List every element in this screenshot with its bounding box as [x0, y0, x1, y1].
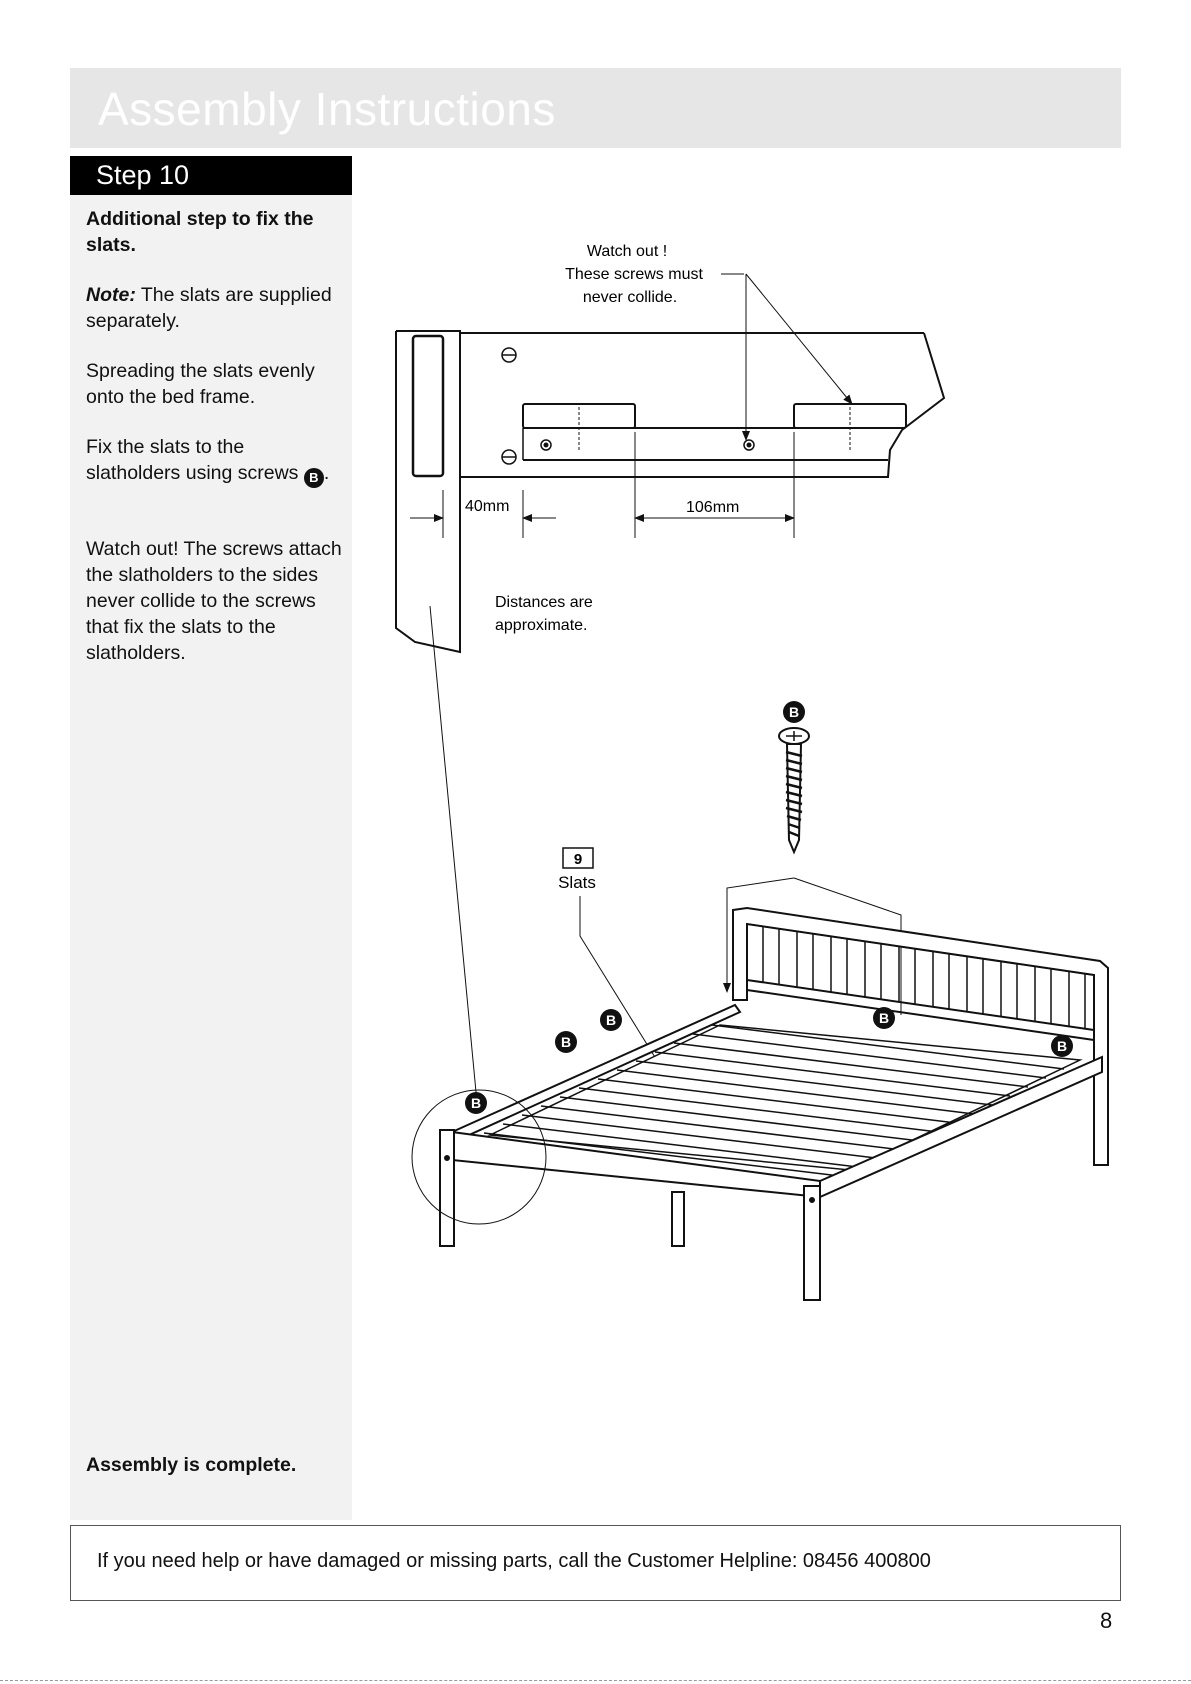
- helpline-box: If you need help or have damaged or miss…: [70, 1525, 1121, 1601]
- dimension-40mm: 40mm: [465, 498, 509, 515]
- screw-b-badge-3: B: [600, 1009, 622, 1031]
- cross-section-detail: [395, 330, 946, 654]
- instruction-sidebar: Step 10 Additional step to fix the slats…: [70, 156, 352, 1520]
- slats-leader-line: [579, 896, 667, 1076]
- assembly-complete: Assembly is complete.: [86, 1454, 297, 1476]
- step-bar: Step 10: [70, 156, 352, 195]
- watch-out-line2: These screws must: [565, 266, 703, 283]
- screw-b-label: B: [1057, 1038, 1067, 1054]
- watch-out-paragraph: Watch out! The screws attach the slathol…: [86, 538, 342, 664]
- part-number-box: [562, 847, 594, 869]
- watch-out-line1: Watch out !: [587, 243, 667, 260]
- distances-line2: approximate.: [495, 617, 588, 634]
- header-banner: Assembly Instructions: [70, 68, 1121, 148]
- bed-frame-drawing: [439, 906, 1109, 1301]
- fix-text: Fix the slats to the slatholders using s…: [86, 436, 304, 484]
- screw-b-label: B: [606, 1012, 616, 1028]
- spreading-paragraph: Spreading the slats evenly onto the bed …: [86, 360, 315, 408]
- step-heading: Additional step to fix the slats.: [86, 208, 314, 256]
- dimension-lines: [410, 432, 795, 538]
- screw-b-label: B: [471, 1095, 481, 1111]
- page-number: 8: [1100, 1608, 1113, 1633]
- screw-b-badge-5: B: [1051, 1035, 1073, 1057]
- helpline-text: If you need help or have damaged or miss…: [97, 1550, 931, 1572]
- distances-line1: Distances are: [495, 594, 593, 611]
- screw-b-icon: B: [778, 701, 810, 855]
- fix-end: .: [323, 462, 330, 484]
- detail-circle: [411, 1089, 547, 1225]
- watch-out-line3: never collide.: [583, 289, 677, 306]
- page-edge-divider: [0, 1680, 1191, 1681]
- watch-out-leader: [721, 273, 853, 441]
- fix-paragraph: Fix the slats to the slatholders using s…: [86, 434, 342, 488]
- screw-b-label: B: [879, 1010, 889, 1026]
- step-label: Step 10: [96, 160, 190, 190]
- bed-screw-badges: B B B B B: [465, 1007, 1073, 1114]
- page-title: Assembly Instructions: [98, 83, 556, 135]
- screw-leader-lines: [723, 877, 902, 1015]
- screw-b-badge: B: [303, 468, 324, 488]
- screw-b-badge-2: B: [555, 1031, 577, 1053]
- part-number: 9: [574, 851, 582, 868]
- screw-b-label: B: [789, 704, 799, 720]
- note-text: The slats are supplied separately.: [86, 284, 332, 332]
- screw-b-label: B: [561, 1034, 571, 1050]
- note-label: Note:: [86, 284, 136, 306]
- part-label: Slats: [558, 873, 596, 892]
- screw-b-badge-4: B: [873, 1007, 895, 1029]
- note-paragraph: Note: The slats are supplied separately.: [86, 282, 342, 334]
- detail-leader-line: [429, 605, 477, 1093]
- dimension-106mm: 106mm: [686, 499, 739, 516]
- screw-b-badge-1: B: [465, 1092, 487, 1114]
